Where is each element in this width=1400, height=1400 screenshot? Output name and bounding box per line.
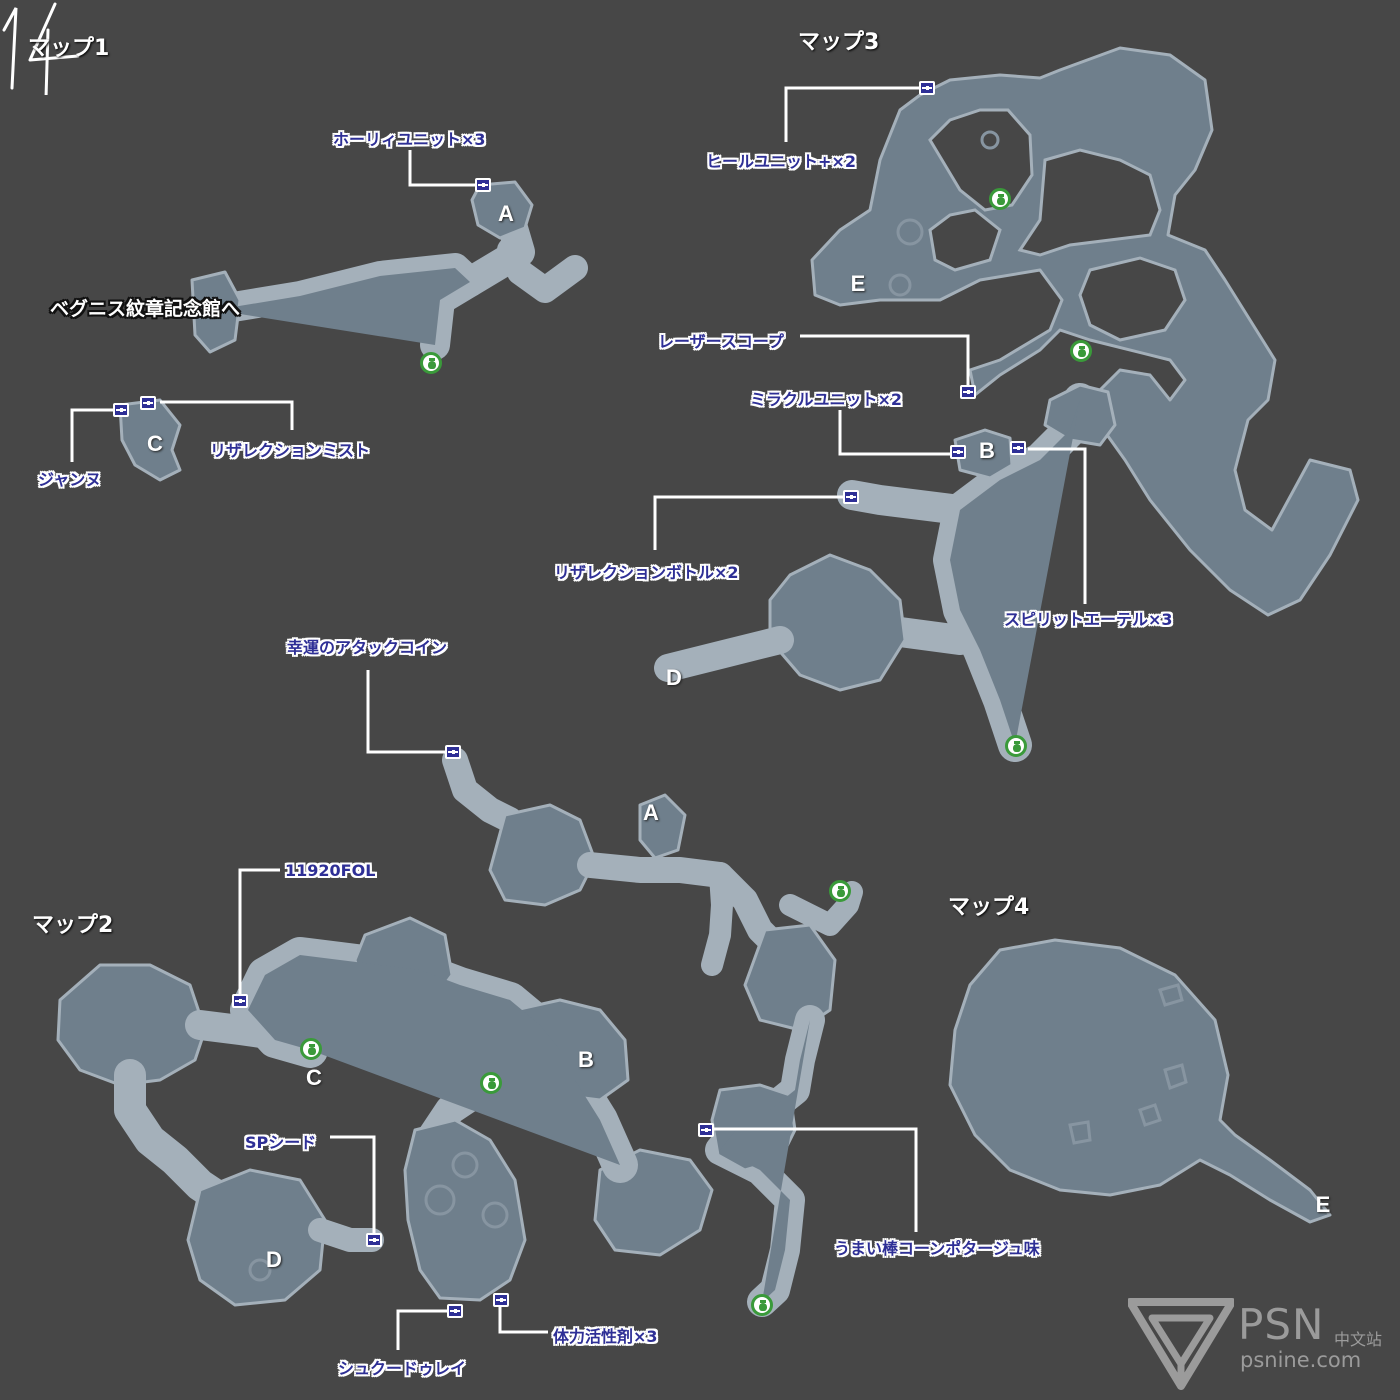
- treasure-chest-icon[interactable]: [919, 81, 935, 95]
- money-bag-icon[interactable]: [989, 188, 1011, 210]
- item-label-laser-scope: レーザースコープ: [658, 332, 784, 351]
- map2-waypoint-d: D: [266, 1247, 282, 1272]
- item-label-holy-unit: ホーリィユニット×3: [333, 130, 486, 149]
- map4-waypoint-e: E: [1315, 1192, 1331, 1217]
- treasure-chest-icon[interactable]: [445, 745, 461, 759]
- map3-waypoint-b: B: [979, 438, 995, 463]
- money-bag-icon[interactable]: [300, 1038, 322, 1060]
- map4-title: マップ4: [948, 895, 1030, 920]
- money-bag-icon[interactable]: [1070, 340, 1092, 362]
- page-number-drawing: [2, 2, 80, 95]
- treasure-chest-icon[interactable]: [1010, 441, 1026, 455]
- treasure-chest-icon[interactable]: [366, 1233, 382, 1247]
- item-label-attack-coin: 幸運のアタックコイン: [287, 638, 448, 657]
- map2-waypoint-a: A: [643, 800, 659, 825]
- treasure-chest-icon[interactable]: [493, 1293, 509, 1307]
- treasure-chest-icon[interactable]: [960, 385, 976, 399]
- map1-cave: [118, 180, 588, 482]
- item-label-jiansu: ジャンヌ: [38, 470, 102, 489]
- item-label-umaibo: うまい棒コーンポタージュ味: [834, 1239, 1040, 1258]
- item-label-resurrection-mist: リザレクションミスト: [210, 441, 371, 460]
- treasure-chest-icon[interactable]: [113, 403, 129, 417]
- item-label-heal-unit: ヒールユニット+×2: [706, 152, 856, 171]
- watermark-brand: PSN: [1238, 1300, 1325, 1349]
- treasure-chest-icon[interactable]: [475, 178, 491, 192]
- psnine-logo-icon: [1128, 1298, 1234, 1390]
- treasure-chest-icon[interactable]: [140, 396, 156, 410]
- map4-cave: [948, 938, 1332, 1224]
- money-bag-icon[interactable]: [420, 352, 442, 374]
- destination-label: ベグニス紋章記念館へ: [50, 298, 241, 320]
- map3-waypoint-e: E: [850, 271, 866, 296]
- item-label-sp-seed: SPシード: [245, 1133, 317, 1152]
- leader-lines: [70, 86, 1087, 1350]
- treasure-chest-icon[interactable]: [447, 1304, 463, 1318]
- treasure-chest-icon[interactable]: [843, 490, 859, 504]
- watermark-brand-cn: 中文站: [1334, 1330, 1383, 1349]
- money-bag-icon[interactable]: [1005, 735, 1027, 757]
- item-label-spirit-ether: スピリットエーテル×3: [1004, 610, 1173, 629]
- map3-title: マップ3: [798, 30, 880, 55]
- item-label-resurrection-bottle: リザレクションボトル×2: [554, 563, 739, 582]
- item-label-fol: 11920FOL: [285, 861, 376, 880]
- watermark: PSN 中文站 psnine.com: [1128, 1298, 1390, 1390]
- item-label-vitality: 体力活性剤×3: [553, 1327, 658, 1346]
- map3-cave: [654, 46, 1360, 762]
- money-bag-icon[interactable]: [829, 880, 851, 902]
- map1-waypoint-a: A: [498, 201, 514, 226]
- treasure-chest-icon[interactable]: [232, 994, 248, 1008]
- map3-waypoint-d: D: [666, 665, 682, 690]
- watermark-url: psnine.com: [1240, 1348, 1362, 1372]
- money-bag-icon[interactable]: [480, 1072, 502, 1094]
- map1-waypoint-c: C: [147, 431, 163, 456]
- item-label-miracle-unit: ミラクルユニット×2: [750, 390, 903, 409]
- treasure-chest-icon[interactable]: [950, 445, 966, 459]
- map2-title: マップ2: [32, 913, 114, 938]
- map2-cave: [56, 747, 863, 1317]
- map1-title: マップ1: [28, 36, 110, 61]
- map2-waypoint-b: B: [578, 1047, 594, 1072]
- item-label-shukudouray: シュクードゥレイ: [338, 1359, 467, 1378]
- map2-waypoint-c: C: [306, 1065, 322, 1090]
- money-bag-icon[interactable]: [751, 1294, 773, 1316]
- treasure-chest-icon[interactable]: [698, 1123, 714, 1137]
